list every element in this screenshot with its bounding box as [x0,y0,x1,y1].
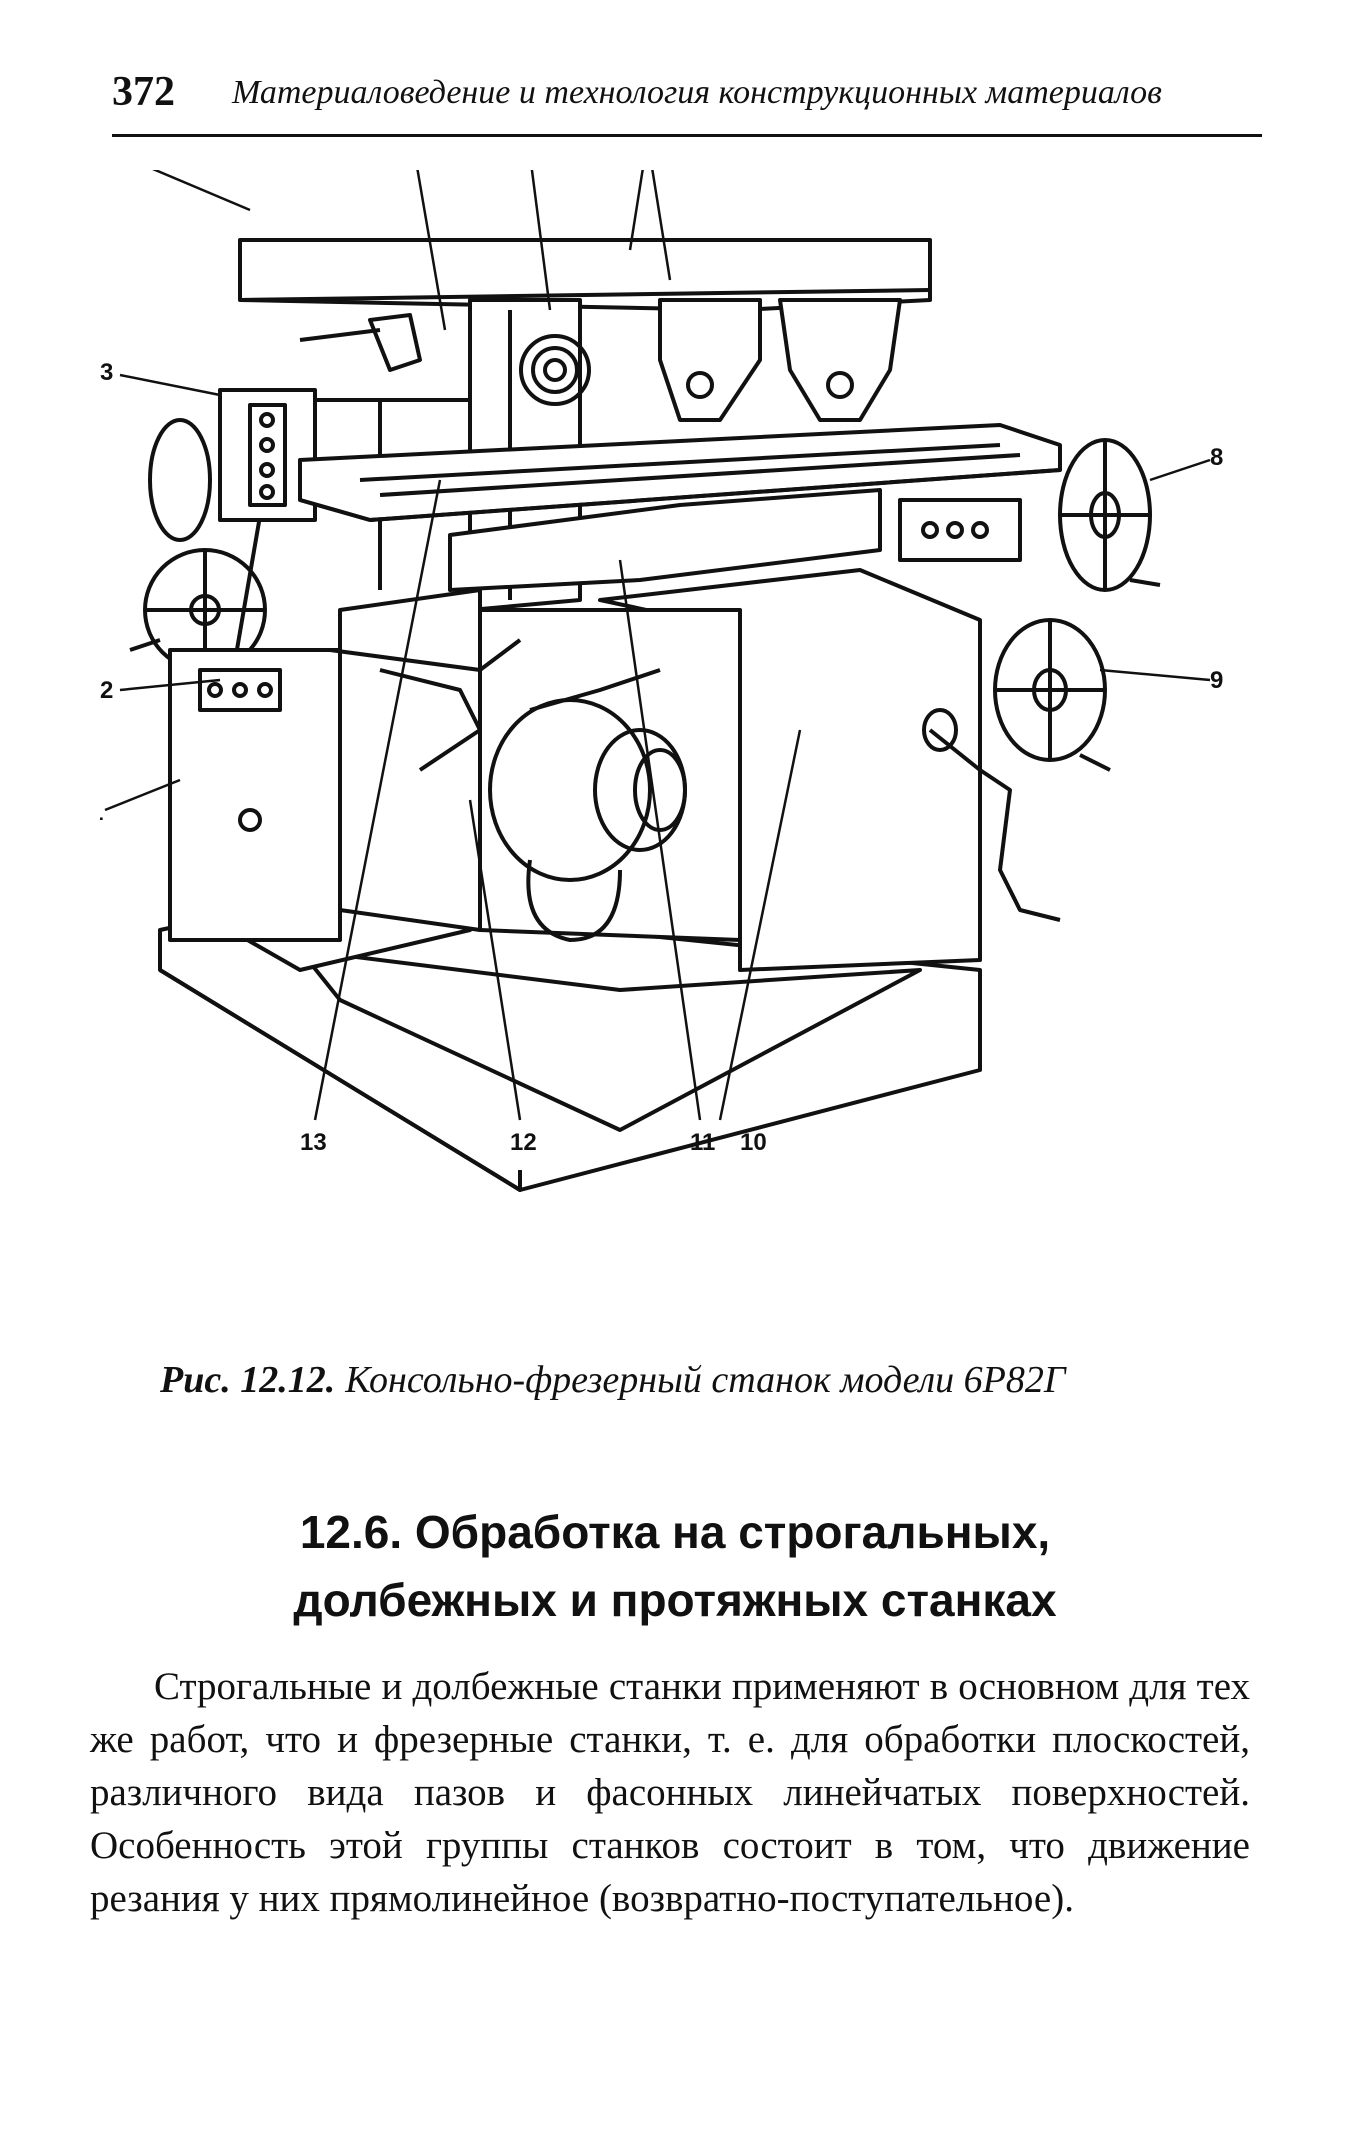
figure-caption-text: Консольно-фрезерный станок модели 6Р82Г [345,1359,1066,1401]
milling-machine-figure: 4 5 6 7 3 8 2 9 1 13 12 11 10 [100,170,1280,1330]
section-heading-line-2: долбежных и протяжных станках [293,1574,1057,1626]
figure-caption: Рис. 12.12.Консольно-фрезерный станок мо… [160,1358,1220,1402]
milling-machine-drawing: 4 5 6 7 3 8 2 9 1 13 12 11 10 [100,170,1223,1192]
callout-11: 11 [690,1129,715,1156]
spindle [519,334,591,406]
callout-13: 13 [300,1129,327,1156]
section-heading-line-1: 12.6. Обработка на строгальных, [299,1506,1051,1558]
saddle [448,488,882,592]
callout-12: 12 [510,1129,537,1156]
page-number: 372 [112,69,175,115]
callout-3: 3 [100,359,113,386]
section-heading: 12.6. Обработка на строгальных, долбежны… [140,1498,1210,1634]
callout-2: 2 [100,677,113,704]
body-paragraph: Строгальные и долбежные станки применяют… [90,1665,1250,1920]
knee-crank [928,728,1061,922]
running-title: Материаловедение и технология конструкци… [232,74,1162,111]
arbor-support-7 [778,298,902,422]
body-text: Строгальные и долбежные станки применяют… [90,1660,1250,1925]
arbor-support-6 [658,298,762,422]
running-header: 372 Материаловедение и технология констр… [112,62,1262,137]
figure-caption-number: Рис. 12.12. [160,1359,336,1401]
callout-1: 1 [100,799,103,826]
callout-9: 9 [1210,667,1223,694]
callout-10: 10 [740,1129,767,1156]
callout-8: 8 [1210,444,1223,471]
feed-motor [488,698,652,882]
